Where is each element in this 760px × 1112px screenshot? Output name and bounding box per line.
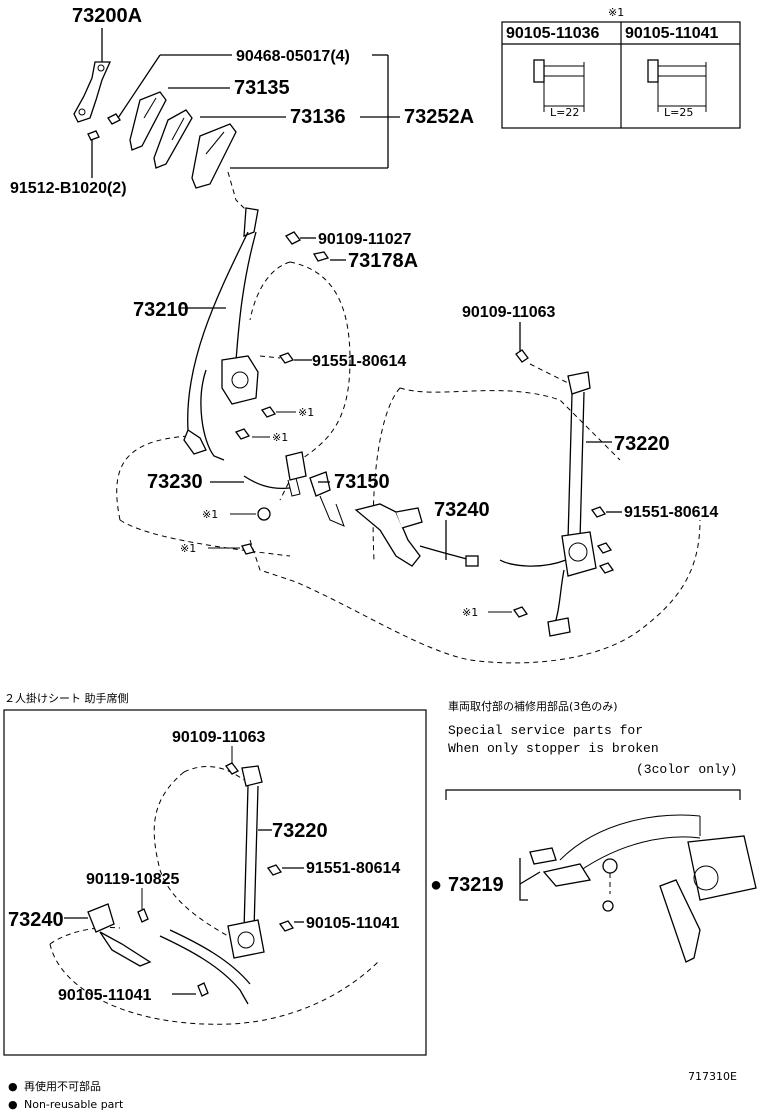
bolt-91512	[87, 130, 100, 141]
label-91551-b: 91551-80614	[624, 504, 718, 521]
legend-bullet-2: ●	[8, 1098, 18, 1111]
label-73210: 73210	[133, 299, 189, 321]
inset-right-line3: (3color only)	[636, 762, 737, 777]
label-ref1-e: ※1	[462, 606, 478, 619]
inset-retractor	[227, 919, 265, 959]
buckle-73240	[354, 503, 421, 567]
label-91551-a: 91551-80614	[312, 353, 406, 370]
inset-right: 車両取付部の補修用部品(3色のみ) Special service parts …	[430, 699, 757, 963]
inset-belt-73220	[243, 785, 249, 931]
belt-73220	[567, 393, 573, 541]
drawing-code: 717310E	[688, 1070, 737, 1083]
legend-en: Non-reusable part	[24, 1098, 124, 1111]
seat-cushion-outline	[116, 435, 191, 521]
stopper-73219	[529, 847, 557, 865]
label-73150: 73150	[334, 471, 390, 493]
inset-bolt-90109	[225, 762, 239, 775]
label-ref1-b: ※1	[272, 431, 288, 444]
inset-label-91551: 91551-80614	[306, 860, 400, 877]
label-73252A: 73252A	[404, 106, 474, 128]
inset-bolt-90119	[137, 908, 149, 923]
table-len1: L=22	[550, 106, 579, 119]
inset-label-73220: 73220	[272, 820, 328, 842]
inset-anchor-upper	[241, 765, 263, 787]
inset-label-90105-a: 90105-11041	[306, 915, 400, 932]
nut-ref1-c	[257, 507, 271, 521]
inset-buckle-73240	[87, 903, 115, 933]
bolt-90109-11063	[515, 349, 529, 363]
label-73200A: 73200A	[72, 5, 142, 27]
inset-right-bullet: ●	[430, 874, 442, 896]
rear-seat-outline	[399, 387, 621, 461]
cover-73135	[129, 91, 167, 151]
label-73136: 73136	[290, 106, 346, 128]
bolt-ref1-a	[260, 406, 277, 418]
bolt-91551-b	[590, 506, 607, 518]
label-90109-11027: 90109-11027	[318, 231, 412, 248]
legend-jp: 再使用不可部品	[24, 1079, 101, 1093]
inset-label-90105-b: 90105-11041	[58, 987, 152, 1004]
table-ref: ※1	[608, 6, 624, 19]
bolt-90109-11027	[285, 231, 301, 245]
inset-left-title: ２人掛けシート 助手席側	[4, 691, 129, 705]
label-73178A: 73178A	[348, 250, 418, 272]
buckle-73150	[309, 471, 331, 497]
label-90109-11063: 90109-11063	[462, 304, 556, 321]
inset-right-title: 車両取付部の補修用部品(3色のみ)	[448, 699, 618, 713]
inset-bolt-91551	[266, 864, 283, 876]
label-73135: 73135	[234, 77, 290, 99]
inset-label-90119: 90119-10825	[86, 871, 180, 888]
label-ref1-d: ※1	[180, 542, 196, 555]
anchor-73210-upper	[243, 207, 259, 237]
inset-label-90109: 90109-11063	[172, 729, 266, 746]
bolt-91551-a	[278, 352, 295, 364]
bolt-90468	[107, 113, 121, 125]
anchor-73220-upper	[567, 371, 591, 395]
main-assembly: 73210 90109-11027 73178A 91551-80614 ※1 …	[116, 171, 718, 664]
adjuster-group: 73200A 91512-B1020(2) 90468-05017(4) 731…	[10, 5, 474, 197]
inset-seat-cushion	[49, 943, 381, 1025]
table-col2: 90105-11041	[625, 25, 719, 42]
bolt-ref1-d	[241, 543, 255, 555]
inset-seat-back	[153, 771, 229, 937]
inset-right-line2: When only stopper is broken	[448, 741, 659, 756]
legend: ● 再使用不可部品 ● Non-reusable part	[8, 1079, 124, 1111]
label-91512: 91512-B1020(2)	[10, 180, 127, 197]
cap-73178A	[312, 251, 330, 262]
inset-label-73240: 73240	[8, 909, 64, 931]
inset-right-line1: Special service parts for	[448, 723, 643, 738]
inset-bolt-90105-a	[278, 920, 295, 932]
table-col1: 90105-11036	[506, 25, 600, 42]
label-73220: 73220	[614, 433, 670, 455]
inset-bolt-90105-b	[197, 982, 209, 997]
table-len2: L=25	[664, 106, 693, 119]
stopper-retractor	[687, 835, 757, 901]
buckle-73230	[285, 451, 307, 481]
cover-73252A	[191, 123, 237, 189]
legend-bullet-1: ●	[8, 1080, 18, 1093]
anchor-73220-lower	[547, 617, 571, 637]
inset-left: ２人掛けシート 助手席側 90109-11063 73220 91551-806…	[3, 691, 427, 1056]
belt-73210	[187, 231, 249, 431]
bolt-table: ※1 90105-11036 90105-11041 L=22 L=25	[501, 6, 741, 129]
inset-label-73219: 73219	[448, 874, 504, 896]
bolt-ref1-e	[512, 606, 529, 618]
label-ref1-a: ※1	[298, 406, 314, 419]
retractor-73220	[561, 531, 597, 577]
adjuster-bracket	[73, 61, 112, 123]
label-73230: 73230	[147, 471, 203, 493]
label-73240: 73240	[434, 499, 490, 521]
retractor-73210	[221, 355, 259, 405]
seat-back-outline	[279, 261, 351, 501]
bolt-ref1-b	[234, 428, 251, 440]
label-ref1-c: ※1	[202, 508, 218, 521]
label-90468: 90468-05017(4)	[236, 48, 350, 65]
